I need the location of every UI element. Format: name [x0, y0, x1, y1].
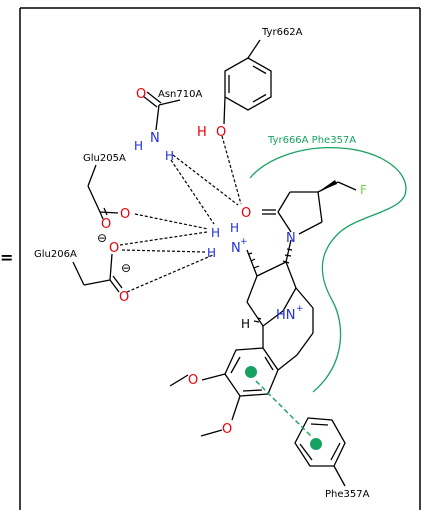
glu205-carboxyl-o2: O	[101, 217, 111, 232]
tyr662-ring	[223, 39, 272, 125]
ligand-piperidinium-charge: +	[296, 304, 304, 314]
ligand-pyrrolidinone	[262, 181, 357, 235]
ligand-piperidinium-nh: HN	[276, 308, 296, 323]
ligand-wedge-1	[318, 180, 337, 192]
diagram-frame	[19, 7, 421, 510]
glu205-charge: ⊖	[97, 231, 107, 245]
glu206-carboxyl-o1: O	[109, 241, 119, 256]
hydrogen-bonds	[119, 135, 242, 293]
equals-sign: =	[0, 248, 13, 267]
asn710-amide-h1: H	[134, 139, 143, 153]
ligand-ammonium-h2: H	[230, 221, 239, 235]
tyr662-hydroxyl-h: H	[197, 125, 207, 140]
glu205-carboxyl-o1: O	[120, 207, 130, 222]
glu206-charge: ⊖	[121, 261, 131, 275]
ligand-ring-centroid	[245, 366, 257, 378]
glu205-fragment	[87, 164, 119, 220]
asn710-fragment	[142, 91, 181, 131]
ligand-stereo-hash	[248, 248, 293, 323]
pi-stacking-line	[255, 380, 312, 437]
glu205-label: Glu205A	[83, 153, 126, 164]
ligand-ammonium-h1: H	[211, 226, 220, 240]
ligand-lactam-n: N	[286, 231, 296, 246]
ligand-ammonium-charge: +	[240, 237, 248, 247]
ligand-fluorine: F	[360, 183, 367, 197]
glu206-fragment	[72, 253, 123, 293]
ligand-carbonyl-o: O	[241, 206, 251, 221]
phe357-label: Phe357A	[325, 489, 370, 500]
asn710-amide-h2: H	[165, 149, 174, 163]
phe357-ring-centroid	[310, 438, 322, 450]
hydrophobic-contact-label: Tyr666A Phe357A	[267, 135, 356, 146]
asn710-carbonyl-o: O	[136, 87, 146, 102]
hydrophobic-contact-curve	[249, 146, 407, 393]
ligand-methoxy-o2: O	[222, 422, 232, 437]
asn710-label: Asn710A	[158, 89, 202, 100]
ligand-ammonium-h3: H	[207, 246, 216, 260]
asn710-amide-n: N	[150, 131, 160, 146]
phe357-ring	[294, 417, 346, 487]
ligand-ammonium-n: N	[231, 241, 241, 256]
ligand-core	[246, 239, 314, 356]
ligand-stereo-h: H	[241, 317, 250, 331]
ligand-methoxy-o1: O	[188, 373, 198, 388]
tyr662-label: Tyr662A	[261, 27, 303, 38]
glu206-label: Glu206A	[34, 249, 77, 260]
tyr662-hydroxyl-o: O	[216, 125, 226, 140]
ligand-aromatic-ring	[169, 347, 298, 437]
glu206-carboxyl-o2: O	[119, 290, 129, 305]
